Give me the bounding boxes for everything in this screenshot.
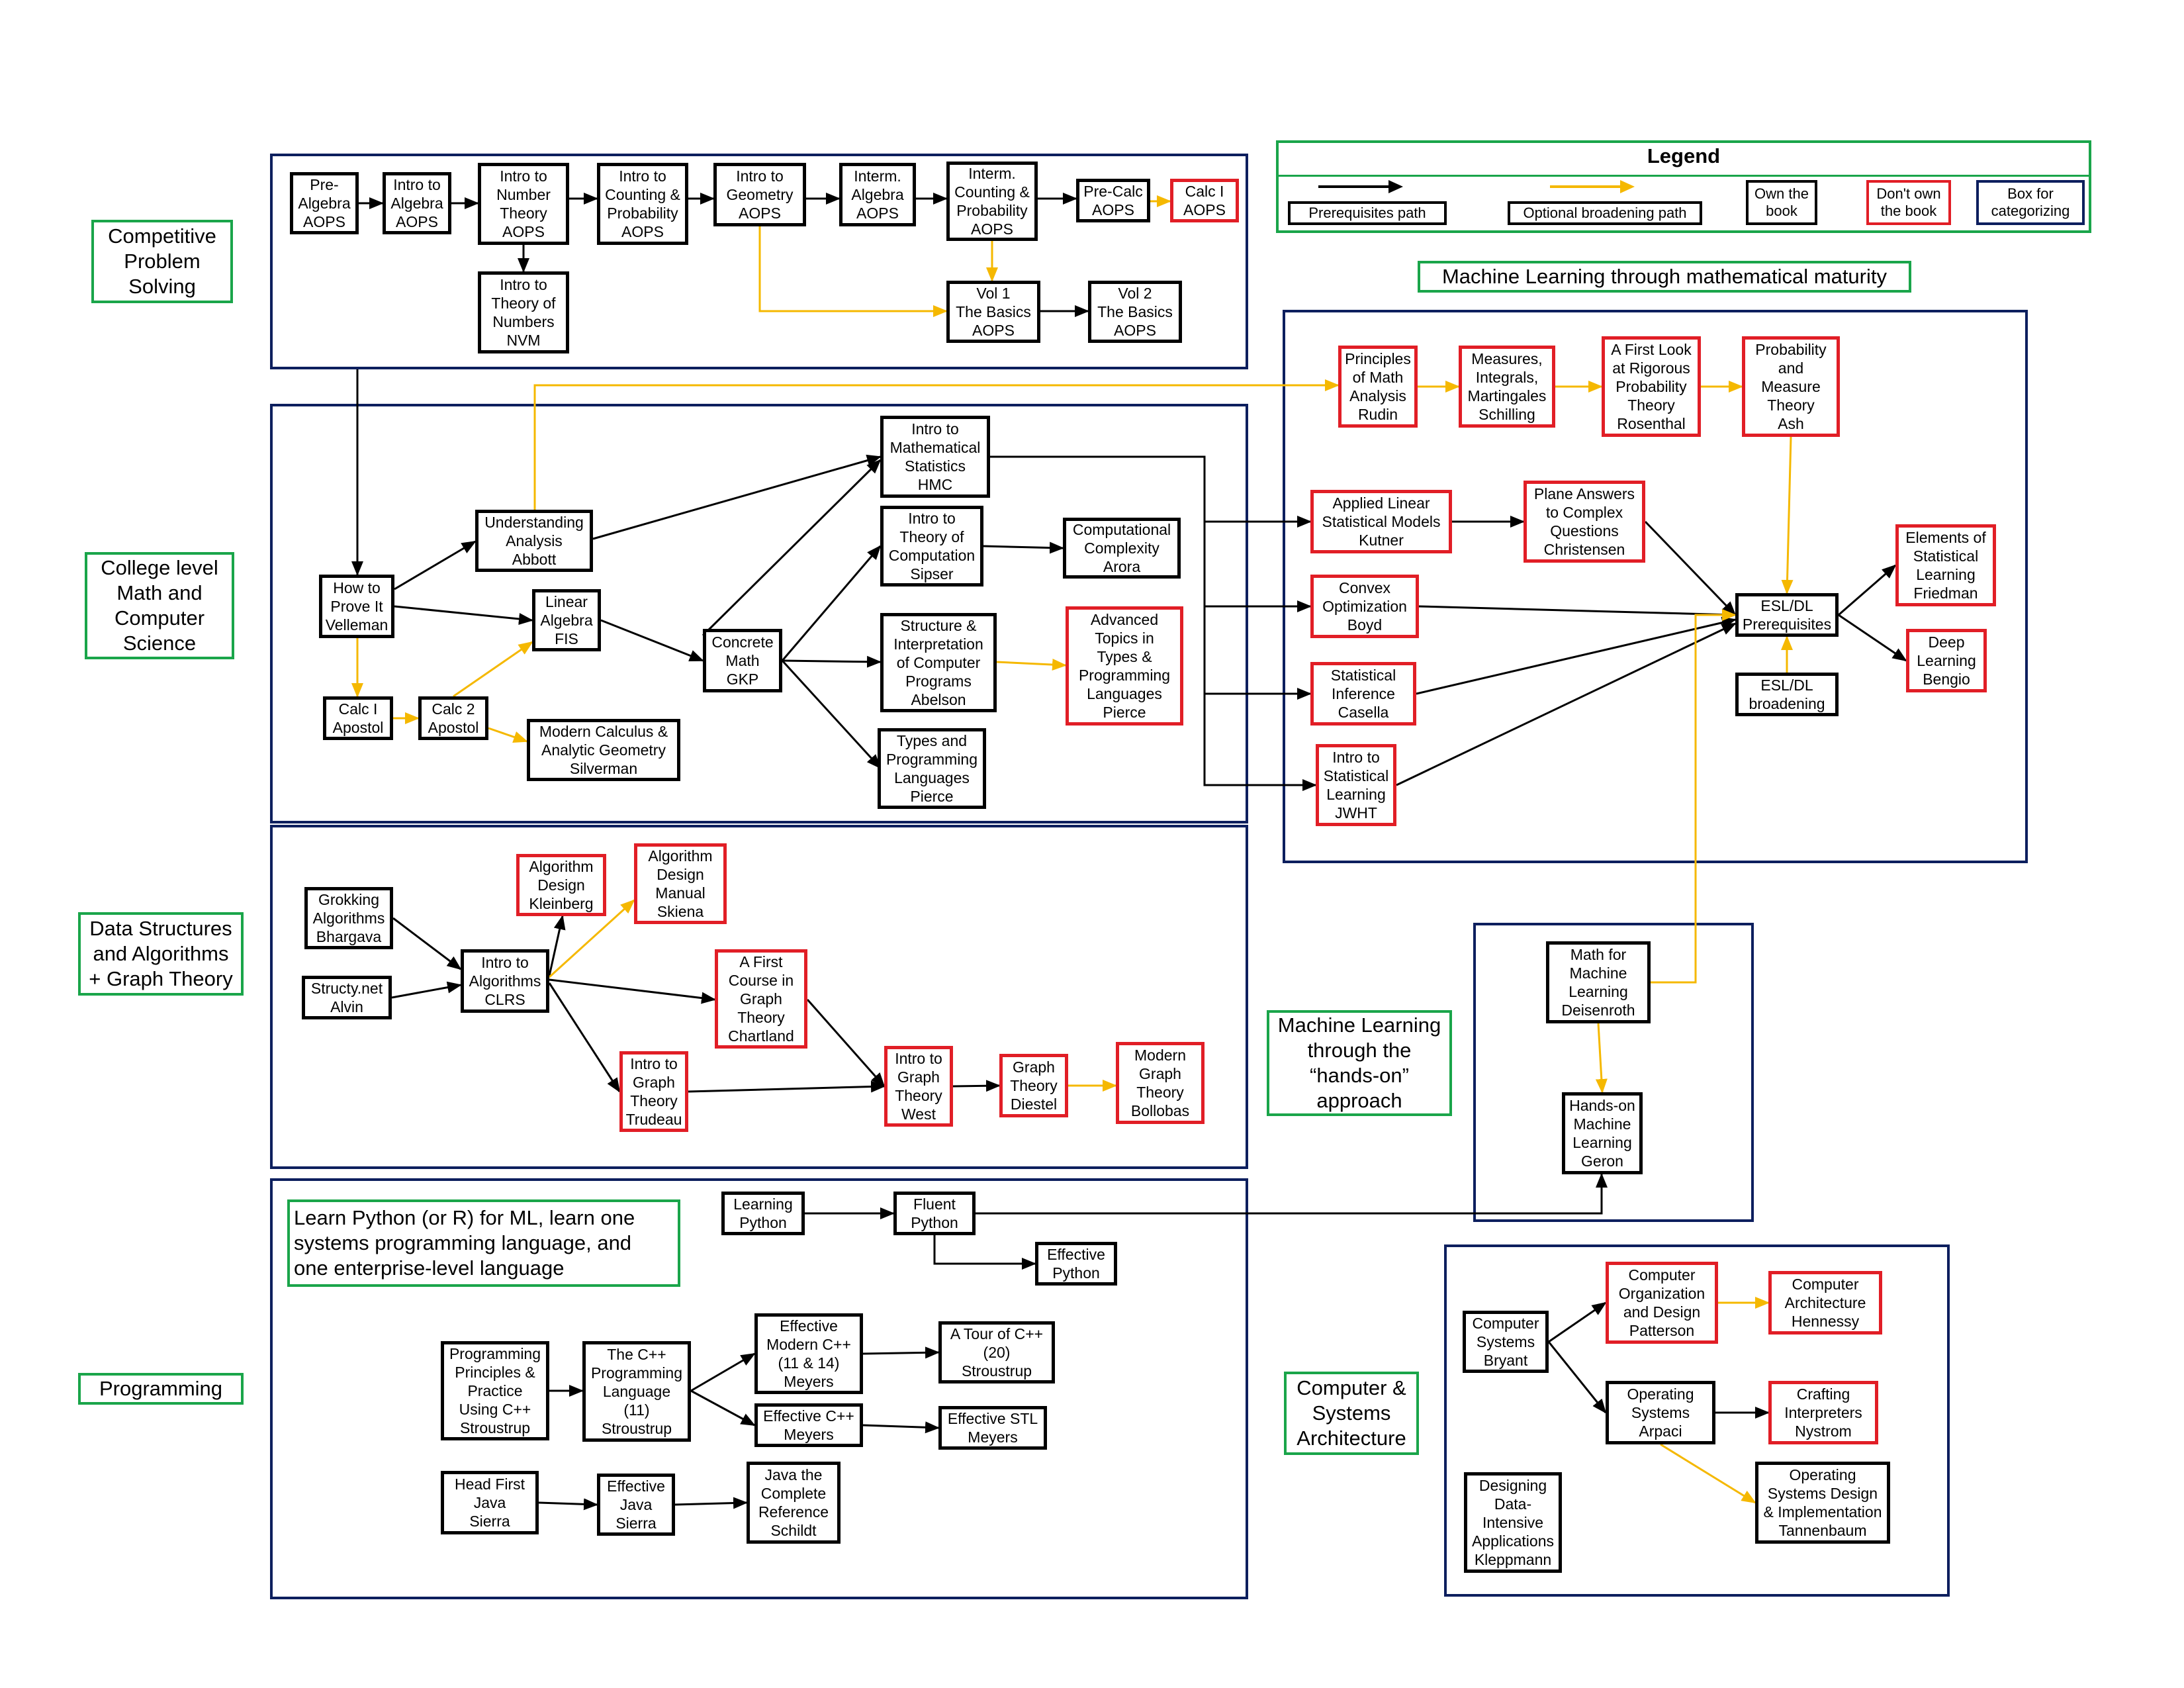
book-how-to-prove-it: How to Prove It Velleman bbox=[319, 575, 394, 638]
book-plane-answers: Plane Answers to Complex Questions Chris… bbox=[1524, 481, 1645, 563]
legend-optional-arrow bbox=[1550, 180, 1635, 193]
book-deep-learning: Deep Learning Bengio bbox=[1906, 629, 1987, 692]
section-label-systems: Computer & Systems Architecture bbox=[1284, 1372, 1419, 1455]
book-intermediate-algebra: Interm. Algebra AOPS bbox=[839, 163, 916, 226]
book-algorithm-design-kleinberg: Algorithm Design Kleinberg bbox=[516, 854, 606, 916]
book-intro-statistical-learning: Intro to Statistical Learning JWHT bbox=[1316, 744, 1396, 826]
book-intro-counting-probability: Intro to Counting & Probability AOPS bbox=[597, 163, 688, 245]
book-prealgebra: Pre- Algebra AOPS bbox=[290, 172, 359, 234]
book-advanced-types: Advanced Topics in Types & Programming L… bbox=[1066, 606, 1183, 726]
section-label-college: College level Math and Computer Science bbox=[85, 552, 234, 659]
book-intro-theory-of-numbers: Intro to Theory of Numbers NVM bbox=[478, 271, 569, 353]
book-esl-dl-prerequisites: ESL/DL Prerequisites bbox=[1735, 593, 1839, 637]
book-esl-dl-broadening: ESL/DL broadening bbox=[1735, 673, 1839, 716]
legend-category-box: Box for categorizing bbox=[1976, 180, 2085, 225]
section-label-programming-note: Learn Python (or R) for ML, learn one sy… bbox=[287, 1199, 680, 1287]
book-structy: Structy.net Alvin bbox=[302, 976, 392, 1019]
book-intro-graph-theory-west: Intro to Graph Theory West bbox=[884, 1046, 953, 1127]
book-hands-on-machine-learning: Hands-on Machine Learning Geron bbox=[1562, 1092, 1643, 1174]
section-label-ml-hands: Machine Learning through the “hands-on” … bbox=[1267, 1010, 1452, 1116]
book-intro-number-theory: Intro to Number Theory AOPS bbox=[478, 163, 569, 245]
legend-not-owned-box: Don't own the book bbox=[1866, 180, 1951, 225]
section-label-dsa: Data Structures and Algorithms + Graph T… bbox=[78, 912, 244, 996]
frame-competitive bbox=[270, 154, 1248, 369]
section-label-competitive: Competitive Problem Solving bbox=[91, 220, 233, 303]
book-graph-theory-diestel: Graph Theory Diestel bbox=[999, 1054, 1068, 1117]
book-vol1-the-basics: Vol 1 The Basics AOPS bbox=[946, 281, 1040, 343]
book-principles-math-analysis: Principles of Math Analysis Rudin bbox=[1338, 346, 1418, 428]
frame-programming bbox=[270, 1178, 1248, 1599]
book-effective-cpp: Effective C++ Meyers bbox=[754, 1403, 863, 1447]
book-clrs: Intro to Algorithms CLRS bbox=[461, 949, 549, 1013]
book-intro-algebra: Intro to Algebra AOPS bbox=[383, 172, 451, 234]
legend-optional-label: Optional broadening path bbox=[1508, 201, 1702, 225]
book-intermediate-counting-probability: Interm. Counting & Probability AOPS bbox=[946, 162, 1038, 241]
book-sicp: Structure & Interpretation of Computer P… bbox=[880, 613, 997, 712]
frame-dsa bbox=[270, 825, 1248, 1169]
book-programming-principles-cpp: Programming Principles & Practice Using … bbox=[441, 1341, 549, 1440]
book-concrete-math: Concrete Math GKP bbox=[703, 629, 782, 692]
book-designing-data-intensive-applications: Designing Data- Intensive Applications K… bbox=[1464, 1472, 1562, 1573]
book-calc-aops: Calc I AOPS bbox=[1170, 179, 1239, 222]
book-operating-systems-arpaci: Operating Systems Arpaci bbox=[1606, 1381, 1715, 1444]
book-java-complete-reference: Java the Complete Reference Schildt bbox=[747, 1462, 841, 1544]
book-fluent-python: Fluent Python bbox=[893, 1192, 976, 1235]
book-first-look-rigorous-probability: A First Look at Rigorous Probability The… bbox=[1602, 336, 1701, 437]
book-tour-of-cpp: A Tour of C++ (20) Stroustrup bbox=[938, 1321, 1055, 1383]
book-computer-systems: Computer Systems Bryant bbox=[1463, 1311, 1549, 1373]
book-mathematical-statistics: Intro to Mathematical Statistics HMC bbox=[880, 416, 990, 498]
book-precalc: Pre-Calc AOPS bbox=[1076, 179, 1150, 222]
legend-owned-box: Own the book bbox=[1746, 180, 1817, 225]
book-grokking-algorithms: Grokking Algorithms Bhargava bbox=[304, 887, 393, 949]
book-theory-of-computation: Intro to Theory of Computation Sipser bbox=[880, 506, 983, 586]
book-computer-organization-design: Computer Organization and Design Patters… bbox=[1606, 1262, 1718, 1344]
legend-prereq-arrow bbox=[1318, 180, 1403, 193]
book-statistical-inference: Statistical Inference Casella bbox=[1310, 662, 1416, 726]
book-intro-geometry: Intro to Geometry AOPS bbox=[713, 163, 806, 226]
legend-divider bbox=[1279, 175, 2089, 177]
book-operating-systems-design: Operating Systems Design & Implementatio… bbox=[1755, 1462, 1890, 1544]
book-learning-python: Learning Python bbox=[721, 1192, 805, 1235]
book-math-for-machine-learning: Math for Machine Learning Deisenroth bbox=[1546, 941, 1651, 1023]
book-linear-algebra: Linear Algebra FIS bbox=[532, 589, 601, 651]
book-understanding-analysis: Understanding Analysis Abbott bbox=[475, 510, 593, 572]
book-effective-python: Effective Python bbox=[1035, 1242, 1117, 1286]
book-modern-calculus: Modern Calculus & Analytic Geometry Silv… bbox=[527, 719, 680, 781]
section-label-programming: Programming bbox=[78, 1373, 244, 1405]
legend-prereq-label: Prerequisites path bbox=[1288, 201, 1447, 225]
book-types-programming-languages: Types and Programming Languages Pierce bbox=[878, 728, 986, 809]
book-algorithm-design-manual: Algorithm Design Manual Skiena bbox=[634, 843, 727, 924]
book-head-first-java: Head First Java Sierra bbox=[441, 1471, 539, 1534]
book-crafting-interpreters: Crafting Interpreters Nystrom bbox=[1768, 1381, 1878, 1444]
legend: Legend Prerequisites path Optional broad… bbox=[1276, 140, 2091, 233]
book-vol2-the-basics: Vol 2 The Basics AOPS bbox=[1088, 281, 1182, 343]
section-label-ml-math: Machine Learning through mathematical ma… bbox=[1418, 261, 1911, 293]
book-modern-graph-theory: Modern Graph Theory Bollobas bbox=[1116, 1042, 1205, 1124]
book-intro-graph-theory-trudeau: Intro to Graph Theory Trudeau bbox=[619, 1051, 688, 1132]
book-calc1-apostol: Calc I Apostol bbox=[323, 696, 393, 740]
book-first-course-graph-theory: A First Course in Graph Theory Chartland bbox=[715, 949, 807, 1049]
book-convex-optimization: Convex Optimization Boyd bbox=[1310, 575, 1419, 638]
book-effective-stl: Effective STL Meyers bbox=[938, 1406, 1047, 1450]
book-effective-modern-cpp: Effective Modern C++ (11 & 14) Meyers bbox=[754, 1313, 863, 1394]
book-elements-statistical-learning: Elements of Statistical Learning Friedma… bbox=[1895, 524, 1996, 606]
book-computational-complexity: Computational Complexity Arora bbox=[1063, 518, 1181, 579]
book-computer-architecture: Computer Architecture Hennessy bbox=[1768, 1271, 1882, 1335]
legend-title: Legend bbox=[1647, 144, 1721, 167]
book-applied-linear-statistical-models: Applied Linear Statistical Models Kutner bbox=[1310, 490, 1452, 553]
book-probability-measure-theory: Probability and Measure Theory Ash bbox=[1742, 336, 1840, 437]
frame-systems bbox=[1444, 1244, 1950, 1597]
book-measures-integrals-martingales: Measures, Integrals, Martingales Schilli… bbox=[1459, 346, 1555, 428]
book-calc2-apostol: Calc 2 Apostol bbox=[418, 696, 488, 740]
book-cpp-programming-language: The C++ Programming Language (11) Strous… bbox=[582, 1341, 691, 1442]
book-effective-java: Effective Java Sierra bbox=[597, 1474, 675, 1536]
frame-ml-hands bbox=[1473, 923, 1754, 1222]
